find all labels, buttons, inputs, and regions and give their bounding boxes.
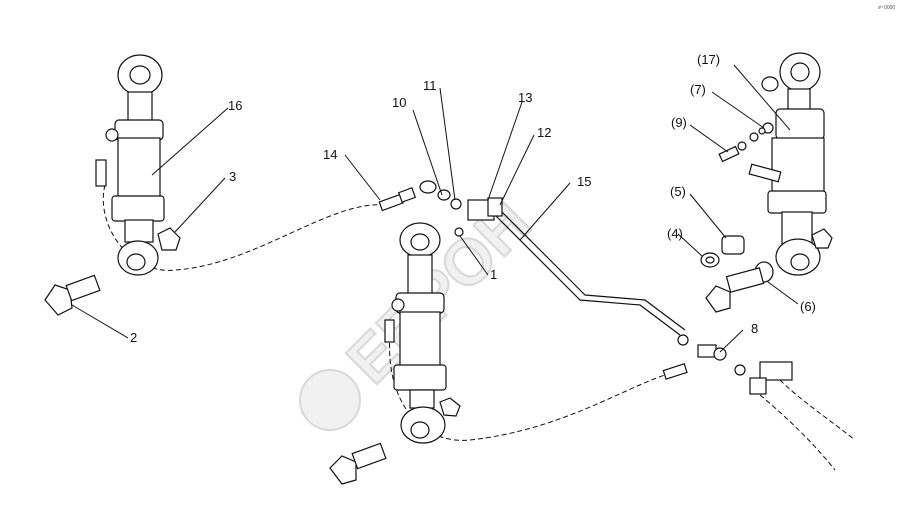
label-12: 12 xyxy=(537,125,551,140)
pipe-15 xyxy=(494,214,681,336)
cylinder-17 xyxy=(748,52,833,276)
label-11: 11 xyxy=(423,78,437,93)
pipe-15-edge xyxy=(499,209,686,331)
label-13: 13 xyxy=(518,90,532,105)
callout-labels: 16 3 2 14 10 11 13 12 15 1 8 (17) (7) (9… xyxy=(130,52,816,345)
label-6: (6) xyxy=(800,299,816,314)
label-14: 14 xyxy=(323,147,337,162)
cylinder-center xyxy=(384,222,461,444)
label-3: 3 xyxy=(229,169,236,184)
fittings-top xyxy=(378,180,503,237)
hose-right-upper xyxy=(779,379,856,441)
label-17: (17) xyxy=(697,52,720,67)
label-2: 2 xyxy=(130,330,137,345)
cylinder-16 xyxy=(95,54,181,276)
leader-lines xyxy=(71,64,799,353)
label-15: 15 xyxy=(577,174,591,189)
fittings-8 xyxy=(662,334,793,395)
label-5: (5) xyxy=(670,184,686,199)
label-16: 16 xyxy=(228,98,242,113)
hose-left xyxy=(102,184,386,271)
label-8: 8 xyxy=(751,321,758,336)
label-4: (4) xyxy=(667,226,683,241)
label-9: (9) xyxy=(671,115,687,130)
label-7: (7) xyxy=(690,82,706,97)
label-1: 1 xyxy=(490,267,497,282)
label-10: 10 xyxy=(392,95,406,110)
bolt-center xyxy=(329,442,387,485)
small-parts-right xyxy=(700,127,774,313)
corner-code: sᴴ 0000 xyxy=(878,5,895,11)
watermark-logo-icon xyxy=(299,369,361,431)
bolt-2 xyxy=(44,274,101,316)
hose-right-lower xyxy=(759,394,836,471)
